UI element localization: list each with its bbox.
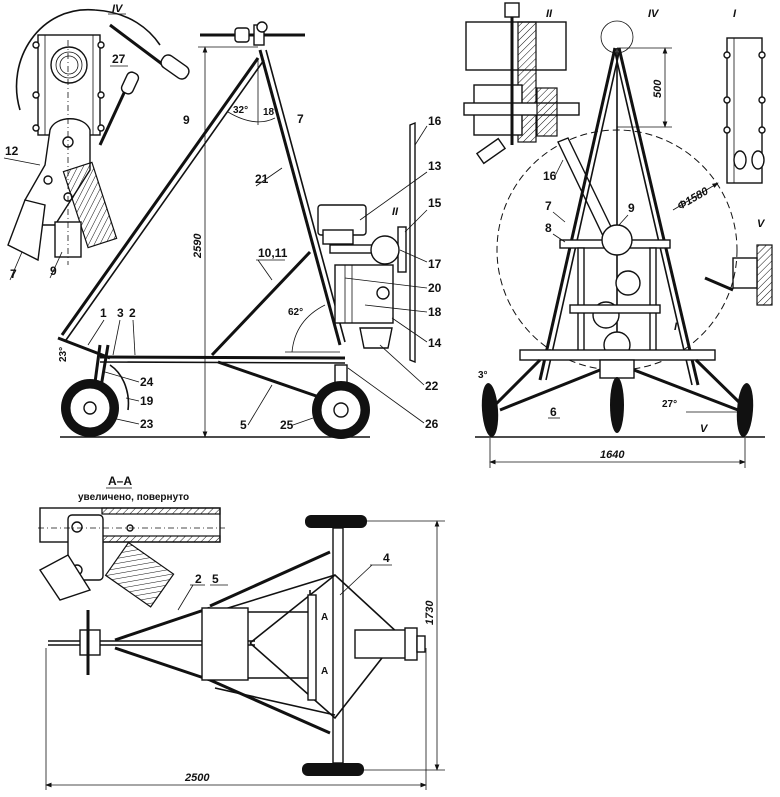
section-title: A–A [108, 474, 132, 488]
nose-wheel-front [610, 377, 624, 433]
main-wheel [312, 364, 370, 439]
part-label-15: 15 [428, 196, 442, 210]
top-wheel-lower [302, 763, 364, 776]
part-label-19: 19 [140, 394, 154, 408]
section-a-a: A–A увеличено, повернуто [38, 474, 225, 608]
part-label-2-top: 2 [195, 572, 202, 586]
part-label-20: 20 [428, 281, 442, 295]
section-marker-a-upper: A [321, 612, 328, 623]
part-label-1: 1 [100, 306, 107, 320]
detail-ii: II [463, 2, 580, 165]
main-axle-4 [332, 527, 344, 764]
part-label-5: 5 [240, 418, 247, 432]
detail-i-label: I [733, 8, 737, 20]
part-label-9: 9 [183, 113, 190, 127]
side-view: IV 27 12 7 9 [3, 3, 442, 439]
part-label-7-inset: 7 [10, 267, 17, 281]
part-label-12: 12 [5, 144, 19, 158]
right-wheel [736, 383, 754, 437]
height-dimension: 2590 [192, 233, 204, 259]
part-label-27: 27 [112, 52, 126, 66]
part-label-21: 21 [255, 172, 269, 186]
top-view: A–A увеличено, повернуто [38, 474, 445, 790]
detail-i-callout: I [674, 321, 678, 333]
angle-27: 27° [662, 399, 677, 410]
angle-62: 62° [288, 307, 303, 318]
part-label-13: 13 [428, 159, 442, 173]
part-label-7: 7 [297, 112, 304, 126]
track-width-dimension: 1640 [600, 449, 625, 461]
angle-32: 32° [233, 105, 248, 116]
part-label-8: 8 [545, 221, 552, 235]
dim-500: 500 [652, 79, 664, 98]
detail-iv-callout: IV [648, 8, 660, 20]
rotor-diameter: Φ1580 [676, 185, 712, 213]
mast-leg-right [617, 47, 700, 386]
detail-ii-callout: II [392, 206, 399, 218]
strut-10-11 [210, 250, 312, 357]
part-label-16-front: 16 [543, 169, 557, 183]
left-wheel [481, 383, 499, 437]
part-label-26: 26 [425, 417, 439, 431]
top-wheel-upper [305, 515, 367, 528]
detail-i: I [723, 8, 766, 184]
detail-v: V [704, 218, 773, 306]
part-label-4: 4 [383, 551, 390, 565]
keel-2 [99, 355, 346, 360]
front-view: II I V IV [463, 2, 773, 468]
detail-ii-label: II [546, 8, 553, 20]
strut-5-top [209, 550, 331, 608]
strut-5 [217, 360, 323, 400]
axle-beam [519, 349, 716, 361]
part-label-2: 2 [129, 306, 136, 320]
length-dimension: 2500 [184, 772, 210, 784]
part-label-18: 18 [428, 305, 442, 319]
angle-23: 23° [58, 347, 69, 362]
part-label-7-front: 7 [545, 199, 552, 213]
part-label-22: 22 [425, 379, 439, 393]
detail-iv-label: IV [112, 3, 124, 15]
mast-leg-left [538, 47, 617, 381]
part-label-10-11: 10,11 [258, 246, 288, 260]
strut-6 [499, 368, 601, 412]
rotor-hub [200, 21, 305, 46]
part-label-6: 6 [550, 405, 557, 419]
detail-v-callout: V [700, 423, 709, 435]
part-label-9-front: 9 [628, 201, 635, 215]
engine-assembly [317, 204, 407, 349]
detail-iv-inset: IV 27 12 7 9 [3, 3, 190, 281]
strut-9 [60, 57, 260, 336]
mast-7 [258, 49, 342, 346]
part-label-25: 25 [280, 418, 294, 432]
tail-1 [57, 336, 111, 360]
part-label-24: 24 [140, 375, 154, 389]
detail-v-label: V [757, 218, 766, 230]
part-label-14: 14 [428, 336, 442, 350]
propeller-16 [409, 121, 416, 364]
nose-wheel [61, 344, 130, 437]
side-view-labels: 9 7 21 16 13 15 II 17 20 18 14 22 26 25 [87, 112, 442, 432]
width-dimension: 1730 [424, 600, 436, 625]
part-label-17: 17 [428, 257, 442, 271]
part-label-3: 3 [117, 306, 124, 320]
propeller-16-front [557, 137, 616, 241]
section-note: увеличено, повернуто [78, 492, 189, 503]
section-marker-a-lower: A [321, 666, 328, 677]
angle-3: 3° [478, 370, 488, 381]
part-label-5-top: 5 [212, 572, 219, 586]
angle-18: 18° [263, 107, 278, 118]
part-label-23: 23 [140, 417, 154, 431]
part-label-16: 16 [428, 114, 442, 128]
